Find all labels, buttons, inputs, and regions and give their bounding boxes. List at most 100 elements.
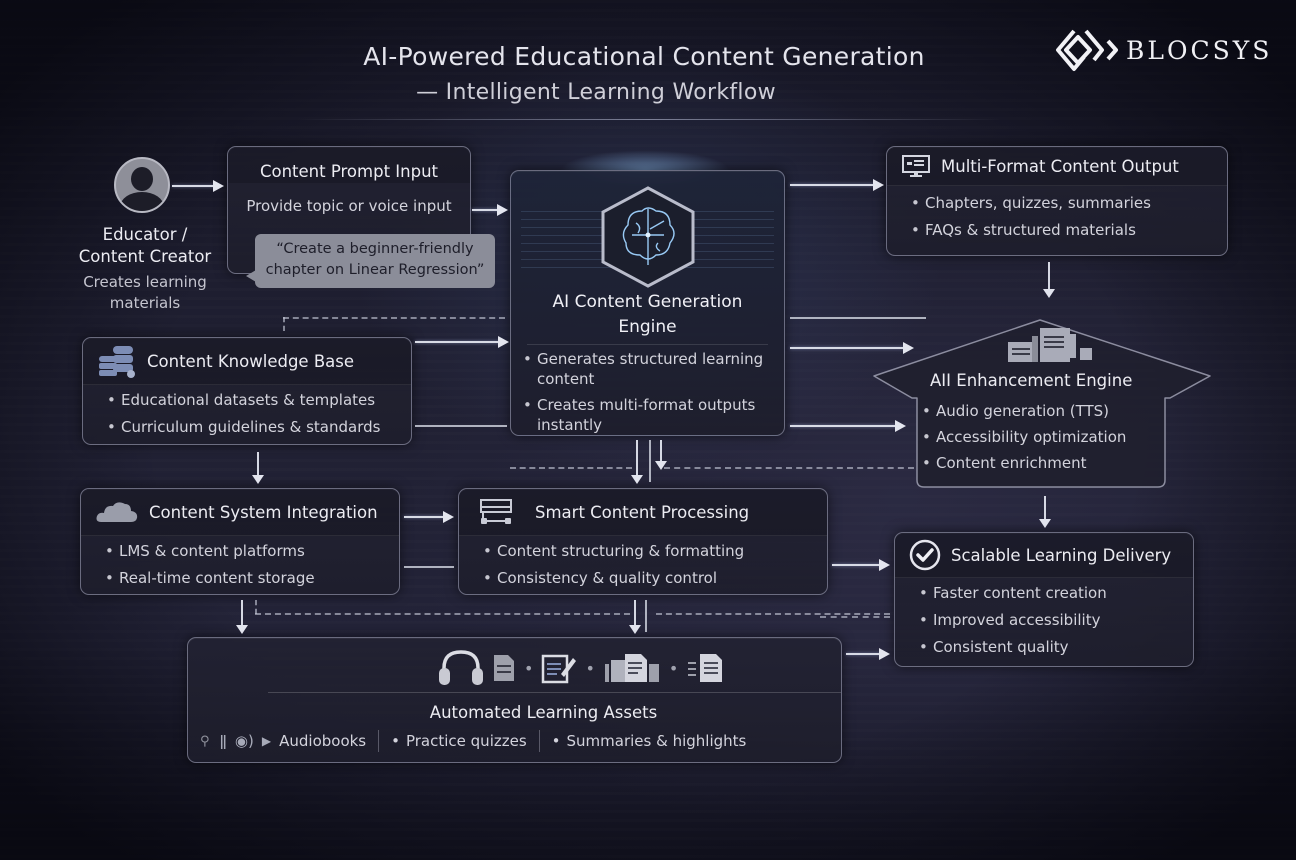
enhancement-bullet: Accessibility optimization xyxy=(922,424,1126,450)
title-divider xyxy=(300,119,1000,120)
multi-format-bullets: Chapters, quizzes, summaries FAQs & stru… xyxy=(887,186,1227,244)
knowledge-base-bullet: Educational datasets & templates xyxy=(107,387,411,414)
engine-bullets: Generates structured learning content Cr… xyxy=(511,345,784,435)
asset-item-summaries: Summaries & highlights xyxy=(566,732,747,750)
assets-card: • • • Automated Learning Assets xyxy=(187,637,842,763)
dashed-down-to-knowledge xyxy=(283,317,285,331)
multi-format-title: Multi-Format Content Output xyxy=(941,156,1179,176)
engine-bullet: Creates multi-format outputs instantly xyxy=(523,395,774,435)
knowledge-base-title: Content Knowledge Base xyxy=(147,351,354,371)
delivery-bullets: Faster content creation Improved accessi… xyxy=(895,578,1193,661)
integration-bullet: LMS & content platforms xyxy=(105,538,399,565)
multi-format-card: Multi-Format Content Output Chapters, qu… xyxy=(886,146,1228,256)
actor-name-line2: Content Creator xyxy=(78,247,212,266)
interlocking-diamonds-icon xyxy=(1056,29,1118,71)
prompt-input-subtitle: Provide topic or voice input xyxy=(246,197,452,215)
speaker-waves-icon: ◉) xyxy=(234,732,254,750)
document-icon xyxy=(494,655,514,681)
arrow-engine-to-processing-2 xyxy=(655,440,667,470)
database-icon xyxy=(99,346,135,378)
user-avatar-icon xyxy=(114,157,170,213)
actor-desc-line1: Creates learning xyxy=(83,273,207,291)
bullet-dot: • xyxy=(551,732,561,750)
page-title: AI-Powered Educational Content Generatio… xyxy=(363,42,925,71)
engine-bullet: Generates structured learning content xyxy=(523,349,774,389)
workflow-icon xyxy=(480,499,512,524)
arrow-actor-to-prompt xyxy=(172,180,224,192)
arrow-engine-to-enhancement xyxy=(790,342,914,354)
arrow-knowledge-to-engine xyxy=(415,336,509,348)
headphones-icon xyxy=(439,650,483,685)
play-icon: ▶ xyxy=(261,734,272,748)
actor-desc-line2: materials xyxy=(109,294,181,312)
arrow-knowledge-to-integration xyxy=(252,452,264,484)
multi-format-bullet: Chapters, quizzes, summaries xyxy=(911,190,1227,217)
dashed-integration-to-assets xyxy=(255,613,630,615)
enhancement-bullets: Audio generation (TTS) Accessibility opt… xyxy=(922,398,1126,476)
line-engine-processing xyxy=(649,440,651,482)
assets-icon-row: • • • xyxy=(438,650,726,686)
integration-header: Content System Integration xyxy=(81,489,399,536)
page-subtitle: — Intelligent Learning Workflow xyxy=(416,80,776,105)
processing-title: Smart Content Processing xyxy=(535,502,750,522)
arrow-enhancement-to-delivery xyxy=(1039,496,1051,528)
monitor-icon xyxy=(902,155,930,177)
assets-items: ⚲ ǁ ◉) ▶ Audiobooks • Practice quizzes •… xyxy=(200,730,746,752)
processing-card: Smart Content Processing Content structu… xyxy=(458,488,828,595)
enhancement-title: AII Enhancement Engine xyxy=(930,371,1133,390)
arrow-processing-to-assets xyxy=(629,600,641,634)
example-prompt-bubble: “Create a beginner-friendly chapter on L… xyxy=(246,234,495,288)
arrow-engine-to-enhancement-lower xyxy=(790,420,906,432)
arrow-prompt-to-engine xyxy=(472,204,508,216)
arrow-assets-to-delivery xyxy=(846,648,890,660)
dashed-left-processing xyxy=(510,467,632,469)
line-engine-to-enhancement-top xyxy=(790,317,926,319)
enhancement-bullet: Content enrichment xyxy=(922,450,1126,476)
processing-bullet: Content structuring & formatting xyxy=(483,538,827,565)
arrow-engine-to-multiformat xyxy=(790,179,884,191)
dashed-engine-to-knowledge xyxy=(283,317,505,319)
dashed-vertical-left xyxy=(255,600,257,614)
delivery-bullet: Improved accessibility xyxy=(919,607,1193,634)
dashed-processing-delivery xyxy=(820,616,890,618)
enhancement-bullet: Audio generation (TTS) xyxy=(922,398,1126,424)
processing-bullet: Consistency & quality control xyxy=(483,565,827,592)
checkmark-circle-icon xyxy=(909,539,941,571)
quiz-sheet-icon xyxy=(604,654,659,682)
delivery-bullet: Faster content creation xyxy=(919,580,1193,607)
brand-logo: BLOCSYS xyxy=(1054,27,1272,73)
cloud-icon xyxy=(96,502,138,522)
prompt-input-title: Content Prompt Input xyxy=(228,147,470,183)
knowledge-base-card: Content Knowledge Base Educational datas… xyxy=(82,337,412,445)
assets-title: Automated Learning Assets xyxy=(429,703,658,722)
arrow-processing-to-delivery xyxy=(832,559,890,571)
documents-icon xyxy=(1008,328,1092,362)
delivery-bullet: Consistent quality xyxy=(919,634,1193,661)
multi-format-bullet: FAQs & structured materials xyxy=(911,217,1227,244)
processing-bullets: Content structuring & formatting Consist… xyxy=(459,536,827,592)
edit-note-icon xyxy=(542,654,577,684)
engine-card: AI Content Generation Engine Generates s… xyxy=(510,170,785,436)
actor-name-line1: Educator / xyxy=(102,225,188,244)
engine-title-line1: AI Content Generation xyxy=(552,292,743,312)
line-integration-to-processing xyxy=(404,566,454,568)
integration-bullet: Real-time content storage xyxy=(105,565,399,592)
separator xyxy=(538,730,540,752)
integration-card: Content System Integration LMS & content… xyxy=(80,488,400,595)
example-prompt-line2: chapter on Linear Regression” xyxy=(265,262,485,278)
bullet-dot: • xyxy=(391,732,400,750)
engine-title-line2: Engine xyxy=(618,317,677,337)
knowledge-base-header: Content Knowledge Base xyxy=(83,338,411,385)
sound-bars-icon: ǁ xyxy=(219,732,227,750)
summary-doc-icon xyxy=(688,654,723,682)
line-knowledge-to-engine-2 xyxy=(415,425,507,427)
knowledge-base-bullet: Curriculum guidelines & standards xyxy=(107,414,411,441)
arrow-engine-to-processing xyxy=(631,440,643,484)
brain-hexagon-icon xyxy=(601,186,695,288)
arrow-multiformat-to-enhancement xyxy=(1043,262,1055,298)
asset-item-audiobooks: Audiobooks xyxy=(279,732,367,750)
example-prompt-line1: “Create a beginner-friendly xyxy=(276,241,474,257)
delivery-card: Scalable Learning Delivery Faster conten… xyxy=(894,532,1194,667)
line-processing-assets xyxy=(645,600,647,632)
delivery-title: Scalable Learning Delivery xyxy=(951,545,1172,565)
